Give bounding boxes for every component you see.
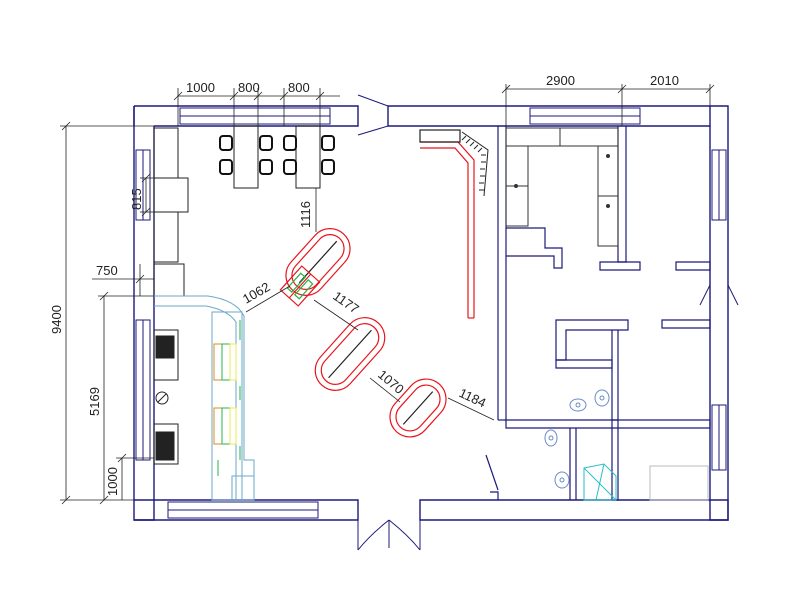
shower [583, 463, 617, 501]
kitchen-cabinets [153, 127, 189, 465]
dimension-lines [60, 84, 715, 505]
dim-top-2900: 2900 [546, 73, 575, 88]
bathtub [649, 465, 709, 501]
dim-diag-1070: 1070 [375, 367, 407, 397]
dim-top-800-b: 800 [288, 80, 310, 95]
dim-left-815: 815 [129, 188, 144, 210]
kitchen-equipment [154, 295, 255, 501]
windows [135, 107, 727, 519]
partition-main [497, 126, 507, 420]
dim-left-5169: 5169 [87, 387, 102, 416]
dining-tables [233, 125, 321, 189]
sink-1 [594, 389, 610, 407]
dim-left-1000: 1000 [105, 467, 120, 496]
dim-diag-1177: 1177 [330, 288, 362, 316]
sofa [505, 127, 619, 247]
display-unit-3 [389, 378, 447, 438]
cash-unit [279, 265, 321, 307]
bathroom-fixtures [544, 389, 709, 501]
dim-diag-1184: 1184 [457, 385, 489, 410]
display-unit-1 [285, 228, 351, 296]
dim-diag-1116: 1116 [298, 201, 313, 228]
toilet-3 [554, 471, 570, 489]
table-1 [233, 125, 259, 189]
toilet-1 [569, 398, 587, 412]
table-2 [295, 125, 321, 189]
display-unit-2 [314, 317, 386, 391]
toilet-2 [544, 429, 558, 447]
outer-walls [133, 105, 729, 521]
top-entrance [357, 94, 389, 136]
dim-diag-1062: 1062 [240, 279, 273, 306]
bar-counter [419, 129, 475, 319]
dim-top-800-a: 800 [238, 80, 260, 95]
shelving [213, 320, 241, 476]
right-side-door [699, 284, 739, 306]
dim-left-750: 750 [96, 263, 118, 278]
dim-top-1000: 1000 [186, 80, 215, 95]
dim-left-9400: 9400 [49, 305, 64, 334]
bar-stools-hatch [461, 131, 489, 197]
chairs [219, 135, 335, 175]
dim-top-2010: 2010 [650, 73, 679, 88]
wall-bottom-right [419, 499, 729, 521]
bottom-double-door [357, 519, 421, 551]
